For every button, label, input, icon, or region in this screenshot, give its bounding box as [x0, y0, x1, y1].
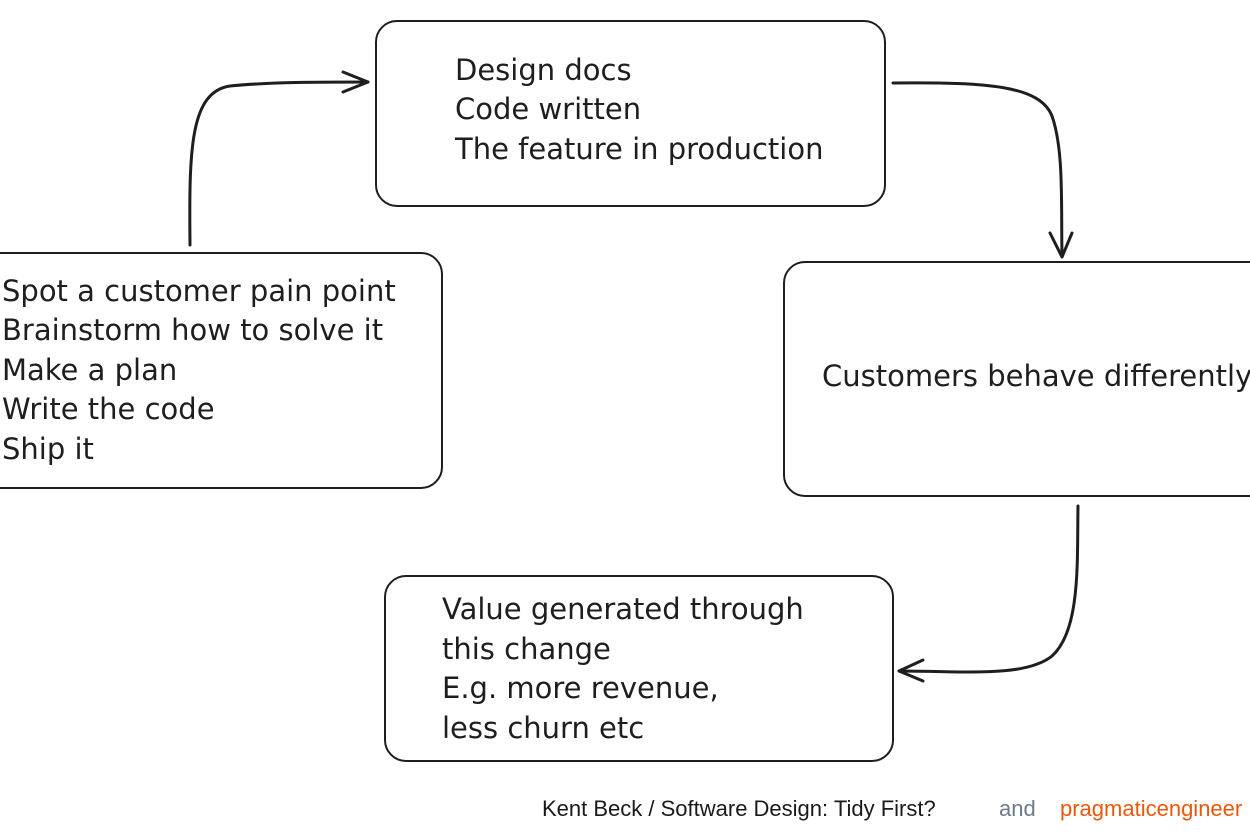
node-customer-behavior-line: Customers behave differently — [822, 359, 1250, 393]
arrow-right-to-bottom — [897, 504, 1080, 674]
arrowhead-right-to-bottom — [897, 658, 925, 683]
arrow-top-to-right — [891, 81, 1064, 258]
node-build-steps-line: Write the code — [2, 392, 215, 426]
node-customer-behavior — [783, 261, 1250, 497]
node-value-generated-line: Value generated through — [442, 592, 804, 626]
node-value-generated — [384, 575, 894, 762]
footer-conjunction: and — [999, 796, 1036, 821]
node-build-steps-line: Ship it — [2, 432, 94, 466]
node-value-generated-line: less churn etc — [442, 711, 645, 745]
arrowhead-top-to-right — [1048, 231, 1074, 259]
node-deliverables-line: Code written — [455, 92, 642, 126]
node-value-generated-line: this change — [442, 632, 611, 666]
node-build-steps-line: Brainstorm how to solve it — [2, 313, 384, 347]
node-deliverables-line: The feature in production — [455, 132, 824, 166]
arrowhead-left-to-top — [341, 70, 370, 94]
footer-brand-name: pragmaticengineer — [1060, 796, 1243, 821]
node-value-generated-line: E.g. more revenue, — [442, 671, 719, 705]
node-build-steps — [0, 252, 443, 489]
node-deliverables — [375, 20, 886, 207]
node-build-steps-line: Make a plan — [2, 353, 178, 387]
node-deliverables-line: Design docs — [455, 53, 632, 87]
node-build-steps-line: Spot a customer pain point — [2, 274, 396, 308]
arrow-left-to-top — [188, 80, 370, 247]
footer-source-credit: Kent Beck / Software Design: Tidy First? — [542, 796, 936, 821]
